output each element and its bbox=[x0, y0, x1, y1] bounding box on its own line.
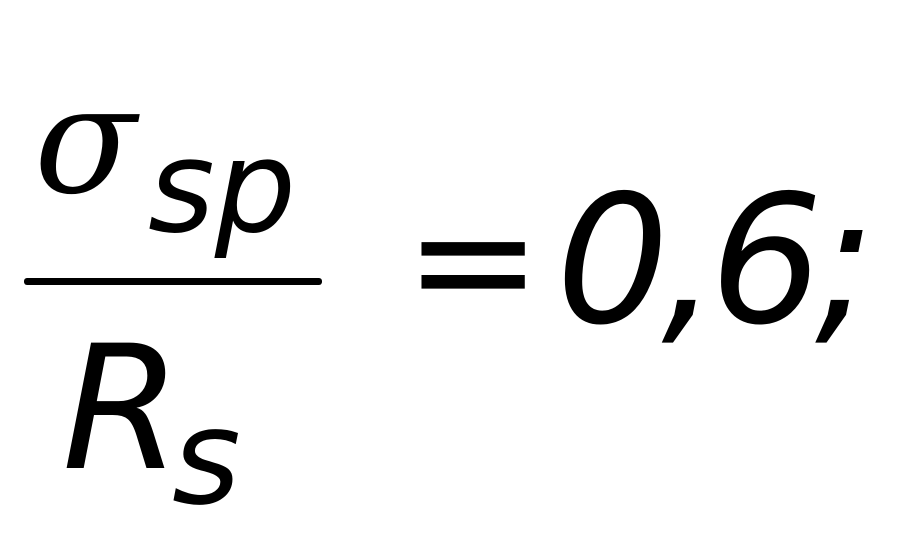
fraction-bar bbox=[24, 278, 322, 285]
equals-sign: = bbox=[404, 164, 543, 356]
numerator-subscript: sp bbox=[148, 113, 296, 262]
numerator-sigma-symbol: σ bbox=[34, 54, 137, 228]
formula-value: 0,6; bbox=[556, 157, 875, 364]
denominator-subscript: s bbox=[172, 381, 241, 535]
denominator-symbol: R bbox=[62, 308, 182, 509]
